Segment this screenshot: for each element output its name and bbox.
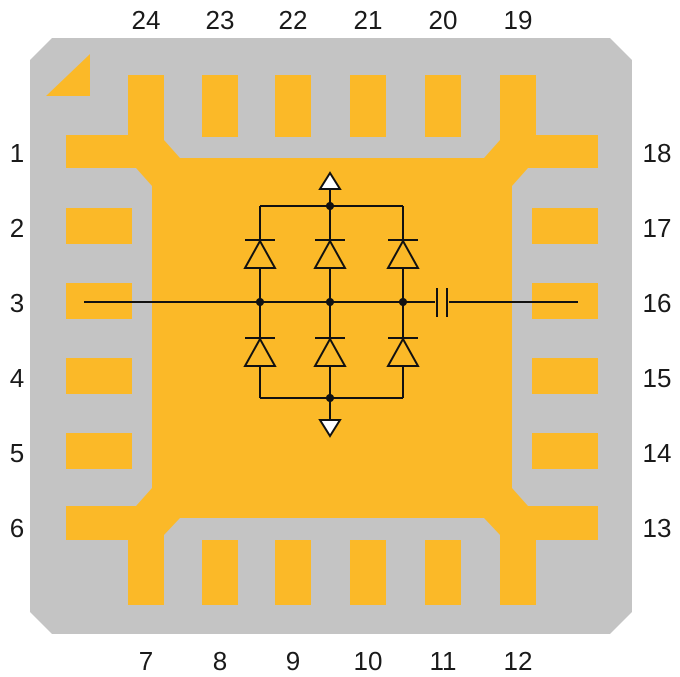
pad-4 — [66, 358, 132, 394]
pad-11 — [425, 540, 461, 605]
pin-label: 11 — [430, 646, 457, 676]
pad-5 — [66, 433, 132, 469]
pin-label: 24 — [132, 5, 161, 35]
pin1-marker — [46, 54, 90, 96]
pin-label: 22 — [279, 5, 308, 35]
diode-icon — [313, 238, 347, 269]
pin-label: 21 — [354, 5, 383, 35]
pin-label: 1 — [10, 138, 24, 168]
pin-label: 5 — [10, 438, 24, 468]
diode-icon — [243, 336, 277, 367]
pin-label: 19 — [504, 5, 533, 35]
pad-22 — [275, 75, 311, 137]
pin-label: 15 — [643, 363, 672, 393]
pin-label: 6 — [10, 513, 24, 543]
pin-label: 14 — [643, 438, 672, 468]
pad-9 — [275, 540, 311, 605]
diode-icon — [386, 336, 420, 367]
pin-label: 16 — [643, 288, 672, 318]
diode-icon — [386, 238, 420, 269]
pin-label: 23 — [206, 5, 235, 35]
pin-label: 2 — [10, 213, 24, 243]
pin-label: 17 — [643, 213, 672, 243]
pad-23 — [202, 75, 238, 137]
pad-15 — [532, 358, 598, 394]
top-pin-labels: 24 23 22 21 20 19 — [132, 5, 533, 35]
pad-21 — [350, 75, 386, 137]
central-paddle — [66, 75, 598, 605]
diode-icon — [243, 238, 277, 269]
pin-label: 8 — [213, 646, 227, 676]
bottom-pin-labels: 7 8 9 10 11 12 — [139, 646, 533, 676]
junction-dots — [256, 202, 407, 402]
pad-10 — [350, 540, 386, 605]
diode-icon — [313, 336, 347, 367]
pad-2 — [66, 208, 132, 244]
pin-label: 4 — [10, 363, 24, 393]
pin-label: 9 — [286, 646, 300, 676]
pad-17 — [532, 208, 598, 244]
pad-8 — [202, 540, 238, 605]
pin-label: 13 — [643, 513, 672, 543]
pin-label: 10 — [354, 646, 383, 676]
pin-label: 3 — [10, 288, 24, 318]
right-pin-labels: 18 17 16 15 14 13 — [643, 138, 672, 543]
diodes — [243, 238, 420, 367]
left-pin-labels: 1 2 3 4 5 6 — [10, 138, 24, 543]
pin-label: 12 — [504, 646, 533, 676]
pin-label: 20 — [429, 5, 458, 35]
pin-label: 7 — [139, 646, 153, 676]
pin-label: 18 — [643, 138, 672, 168]
pad-14 — [532, 433, 598, 469]
bottom-ground-arrow-icon — [318, 419, 342, 438]
pad-20 — [425, 75, 461, 137]
